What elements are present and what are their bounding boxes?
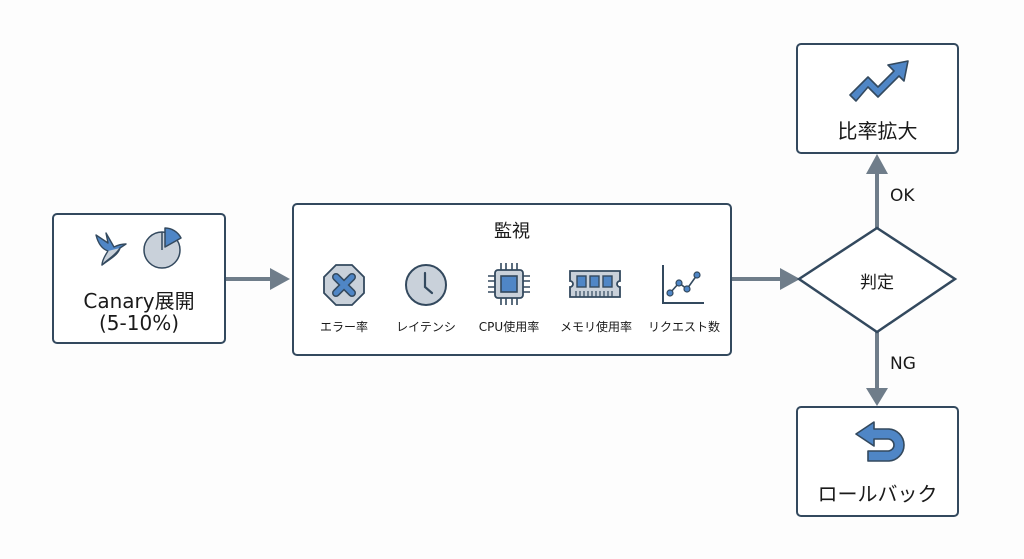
decision-label: 判定 [860,273,894,293]
canary-subtitle: (5-10%) [99,311,179,335]
error-octagon-icon [323,264,365,306]
edge-label-ng: NG [890,354,916,374]
metric-label-cpu: CPU使用率 [478,320,540,334]
metric-label-latency: レイテンシ [396,320,456,334]
scale-up-node: 比率拡大 [796,43,959,154]
metric-label-error: エラー率 [319,320,368,334]
pie-chart-icon [143,227,182,269]
trend-up-arrow-icon [849,60,909,102]
monitor-title: 監視 [494,221,530,242]
metric-label-requests: リクエスト数 [647,320,720,334]
rollback-label: ロールバック [817,482,938,506]
canary-node: Canary展開 (5-10%) [52,213,226,344]
memory-module-icon [569,270,621,298]
decision-diamond [796,226,958,334]
scale-up-label: 比率拡大 [837,119,918,143]
edge-label-ok: OK [890,186,915,206]
undo-arrow-icon [855,421,905,462]
cpu-chip-icon [488,263,530,305]
canary-title: Canary展開 [83,289,195,313]
rollback-node: ロールバック [796,406,959,517]
bird-icon [95,232,127,266]
metric-label-memory: メモリ使用率 [559,320,632,334]
line-chart-icon [662,265,704,304]
monitor-node: 監視 エラー率 レイテンシ CPU使用率 メモリ使用率 リクエスト [292,203,732,356]
clock-icon [405,264,447,306]
